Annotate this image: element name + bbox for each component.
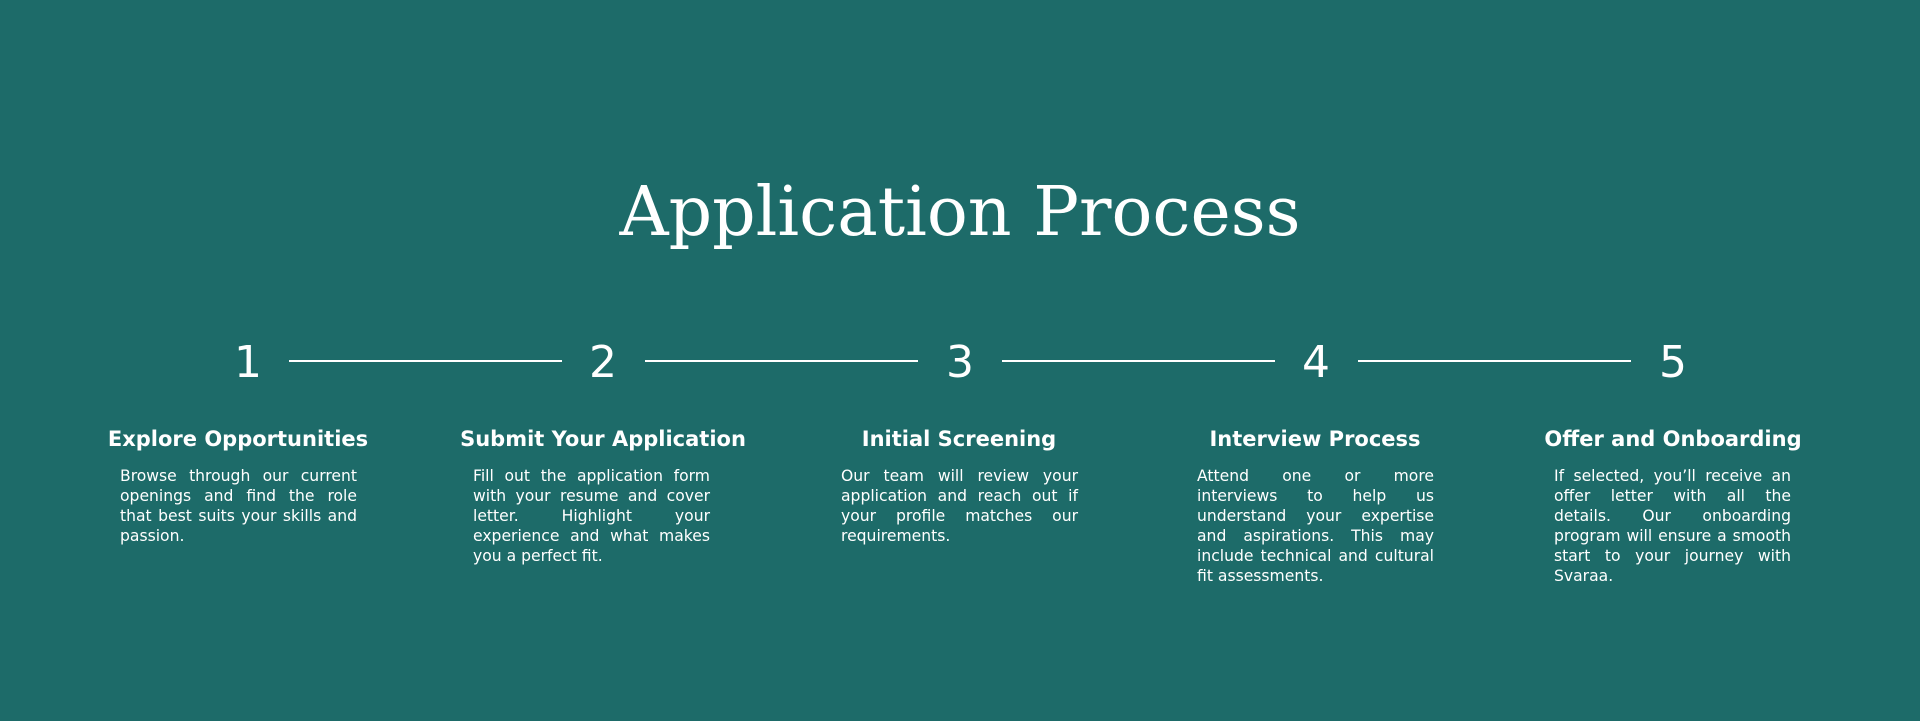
step-2-description: Fill out the application form with your … bbox=[473, 467, 710, 565]
step-1-description: Browse through our current openings and … bbox=[120, 467, 357, 545]
step-5-description: If selected, you’ll receive an offer let… bbox=[1554, 467, 1791, 585]
step-2-title: Submit Your Application bbox=[460, 427, 746, 451]
connector-line-2-3 bbox=[645, 360, 918, 362]
step-2-number: 2 bbox=[589, 337, 617, 388]
step-3-number: 3 bbox=[946, 337, 974, 388]
connector-line-1-2 bbox=[289, 360, 562, 362]
connector-line-4-5 bbox=[1358, 360, 1631, 362]
step-4-description: Attend one or more interviews to help us… bbox=[1197, 467, 1434, 585]
step-4-title: Interview Process bbox=[1209, 427, 1421, 451]
step-5-title: Offer and Onboarding bbox=[1544, 427, 1802, 451]
connector-line-3-4 bbox=[1002, 360, 1275, 362]
step-1-title: Explore Opportunities bbox=[107, 427, 369, 451]
step-1-number: 1 bbox=[234, 337, 262, 388]
step-4-number: 4 bbox=[1302, 337, 1330, 388]
step-3-description: Our team will review your application an… bbox=[841, 467, 1078, 545]
step-3-title: Initial Screening bbox=[861, 427, 1057, 451]
page-title: Application Process bbox=[619, 173, 1301, 252]
step-5-number: 5 bbox=[1659, 337, 1687, 388]
